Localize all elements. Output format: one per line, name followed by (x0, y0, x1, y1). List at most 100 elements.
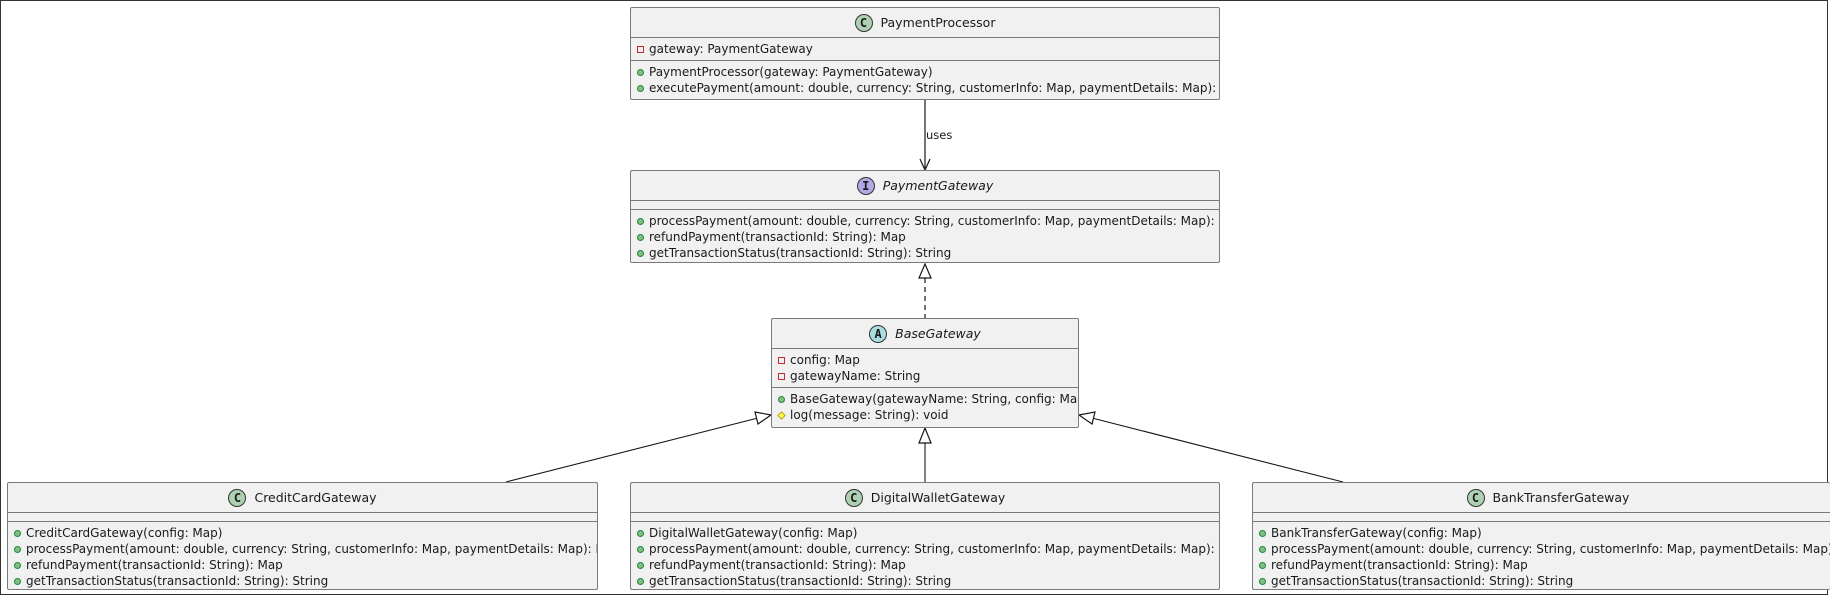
public-visibility-icon (14, 561, 21, 569)
class-digital-wallet-gateway[interactable]: C DigitalWalletGateway DigitalWalletGate… (630, 482, 1220, 590)
class-name: PaymentProcessor (880, 15, 996, 30)
public-visibility-icon (637, 84, 644, 92)
private-visibility-icon (778, 372, 785, 380)
method-text: executePayment(amount: double, currency:… (649, 81, 1220, 95)
public-visibility-icon (1259, 545, 1266, 553)
method-text: getTransactionStatus(transactionId: Stri… (1271, 574, 1574, 588)
field-text: gateway: PaymentGateway (649, 42, 813, 56)
public-visibility-icon (637, 249, 644, 257)
private-visibility-icon (778, 356, 785, 364)
method-row: getTransactionStatus(transactionId: Stri… (637, 245, 1219, 261)
method-text: processPayment(amount: double, currency:… (1271, 542, 1830, 556)
method-row: getTransactionStatus(transactionId: Stri… (637, 573, 1219, 589)
method-row: processPayment(amount: double, currency:… (14, 541, 597, 557)
public-visibility-icon (637, 577, 644, 585)
method-text: BaseGateway(gatewayName: String, config:… (790, 392, 1079, 406)
class-name: BaseGateway (895, 326, 981, 341)
class-header: A BaseGateway (772, 319, 1078, 349)
fields-section: gateway: PaymentGateway (631, 38, 1219, 61)
method-row: processPayment(amount: double, currency:… (1259, 541, 1830, 557)
public-visibility-icon (1259, 561, 1266, 569)
method-text: refundPayment(transactionId: String): Ma… (1271, 558, 1528, 572)
method-text: getTransactionStatus(transactionId: Stri… (26, 574, 329, 588)
class-credit-card-gateway[interactable]: C CreditCardGateway CreditCardGateway(co… (7, 482, 598, 590)
methods-section: CreditCardGateway(config: Map) processPa… (8, 522, 597, 589)
class-bank-transfer-gateway[interactable]: C BankTransferGateway BankTransferGatewa… (1252, 482, 1830, 590)
method-row: BankTransferGateway(config: Map) (1259, 525, 1830, 541)
class-header: C BankTransferGateway (1253, 483, 1830, 513)
methods-section: PaymentProcessor(gateway: PaymentGateway… (631, 61, 1219, 99)
method-text: refundPayment(transactionId: String): Ma… (649, 558, 906, 572)
interface-payment-gateway[interactable]: I PaymentGateway processPayment(amount: … (630, 170, 1220, 263)
method-row: getTransactionStatus(transactionId: Stri… (14, 573, 597, 589)
method-row: refundPayment(transactionId: String): Ma… (637, 557, 1219, 573)
class-payment-processor[interactable]: C PaymentProcessor gateway: PaymentGatew… (630, 7, 1220, 100)
public-visibility-icon (14, 577, 21, 585)
uses-label: uses (926, 128, 953, 142)
method-text: PaymentProcessor(gateway: PaymentGateway… (649, 65, 933, 79)
public-visibility-icon (1259, 529, 1266, 537)
method-text: BankTransferGateway(config: Map) (1271, 526, 1482, 540)
method-text: processPayment(amount: double, currency:… (649, 542, 1220, 556)
method-row: refundPayment(transactionId: String): Ma… (14, 557, 597, 573)
methods-section: BaseGateway(gatewayName: String, config:… (772, 388, 1078, 426)
fields-section (1253, 513, 1830, 522)
fields-section (631, 513, 1219, 522)
field-text: gatewayName: String (790, 369, 921, 383)
method-row: log(message: String): void (777, 407, 1078, 423)
abstract-stereotype-icon: A (869, 324, 888, 343)
methods-section: DigitalWalletGateway(config: Map) proces… (631, 522, 1220, 589)
public-visibility-icon (778, 395, 785, 403)
method-row: executePayment(amount: double, currency:… (637, 80, 1219, 96)
field-row: config: Map (778, 352, 1078, 368)
public-visibility-icon (14, 529, 21, 537)
method-text: log(message: String): void (790, 408, 949, 422)
method-row: refundPayment(transactionId: String): Ma… (637, 229, 1219, 245)
public-visibility-icon (637, 68, 644, 76)
public-visibility-icon (637, 217, 644, 225)
class-name: DigitalWalletGateway (870, 490, 1006, 505)
public-visibility-icon (637, 233, 644, 241)
method-text: getTransactionStatus(transactionId: Stri… (649, 574, 952, 588)
public-visibility-icon (637, 545, 644, 553)
public-visibility-icon (1259, 577, 1266, 585)
field-row: gateway: PaymentGateway (637, 41, 1219, 57)
method-text: getTransactionStatus(transactionId: Stri… (649, 246, 952, 260)
method-text: processPayment(amount: double, currency:… (26, 542, 598, 556)
method-text: DigitalWalletGateway(config: Map) (649, 526, 858, 540)
method-row: getTransactionStatus(transactionId: Stri… (1259, 573, 1830, 589)
method-text: processPayment(amount: double, currency:… (649, 214, 1220, 228)
protected-visibility-icon (777, 410, 786, 420)
interface-stereotype-icon: I (856, 176, 875, 195)
method-row: BaseGateway(gatewayName: String, config:… (778, 391, 1078, 407)
method-text: CreditCardGateway(config: Map) (26, 526, 223, 540)
class-stereotype-icon: C (1466, 488, 1485, 507)
class-header: C CreditCardGateway (8, 483, 597, 513)
methods-section: BankTransferGateway(config: Map) process… (1253, 522, 1830, 589)
class-stereotype-icon: C (854, 13, 873, 32)
class-header: C PaymentProcessor (631, 8, 1219, 38)
method-row: PaymentProcessor(gateway: PaymentGateway… (637, 64, 1219, 80)
public-visibility-icon (14, 545, 21, 553)
field-row: gatewayName: String (778, 368, 1078, 384)
fields-section: config: Map gatewayName: String (772, 349, 1078, 388)
class-name: CreditCardGateway (254, 490, 377, 505)
fields-section (631, 201, 1219, 210)
method-text: refundPayment(transactionId: String): Ma… (26, 558, 283, 572)
abstract-class-base-gateway[interactable]: A BaseGateway config: Map gatewayName: S… (771, 318, 1079, 428)
method-row: CreditCardGateway(config: Map) (14, 525, 597, 541)
class-name: BankTransferGateway (1492, 490, 1630, 505)
class-header: I PaymentGateway (631, 171, 1219, 201)
method-row: DigitalWalletGateway(config: Map) (637, 525, 1219, 541)
methods-section: processPayment(amount: double, currency:… (631, 210, 1219, 262)
method-text: refundPayment(transactionId: String): Ma… (649, 230, 906, 244)
fields-section (8, 513, 597, 522)
public-visibility-icon (637, 529, 644, 537)
private-visibility-icon (637, 45, 644, 53)
method-row: processPayment(amount: double, currency:… (637, 213, 1219, 229)
class-stereotype-icon: C (844, 488, 863, 507)
class-header: C DigitalWalletGateway (631, 483, 1219, 513)
method-row: refundPayment(transactionId: String): Ma… (1259, 557, 1830, 573)
public-visibility-icon (637, 561, 644, 569)
field-text: config: Map (790, 353, 860, 367)
